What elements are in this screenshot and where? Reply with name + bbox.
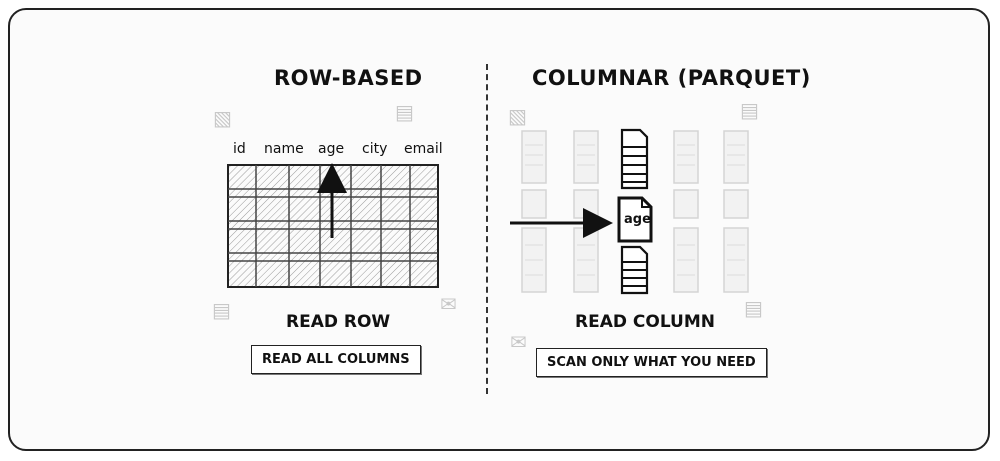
read-column-label: READ COLUMN (575, 312, 715, 332)
document-icon: ▤ (395, 100, 414, 124)
document-icon: ▤ (212, 298, 231, 322)
age-column-label: age (624, 212, 651, 227)
scan-only-box: SCAN ONLY WHAT YOU NEED (536, 348, 767, 377)
columnar-title: COLUMNAR (PARQUET) (532, 66, 811, 90)
document-icon: ▤ (744, 296, 763, 320)
phone-icon: ▧ (213, 106, 232, 130)
column-header-city: city (362, 141, 388, 157)
column-header-age: age (318, 141, 345, 157)
read-row-label: READ ROW (286, 312, 391, 332)
email-icon: ✉ (440, 292, 457, 316)
highlighted-column-stack-top (620, 128, 649, 190)
column-header-name: name (264, 141, 304, 157)
email-icon: ✉ (510, 330, 527, 354)
highlighted-age-file (617, 196, 653, 243)
document-icon: ▤ (740, 98, 759, 122)
diagram-frame (8, 8, 990, 451)
highlighted-column-stack-bottom (620, 245, 649, 295)
row-based-title: ROW-BASED (274, 66, 423, 90)
phone-icon: ▧ (508, 104, 527, 128)
read-all-columns-box: READ ALL COLUMNS (251, 345, 421, 374)
panel-divider (486, 64, 488, 394)
column-header-email: email (404, 141, 443, 157)
column-header-id: id (233, 141, 246, 157)
